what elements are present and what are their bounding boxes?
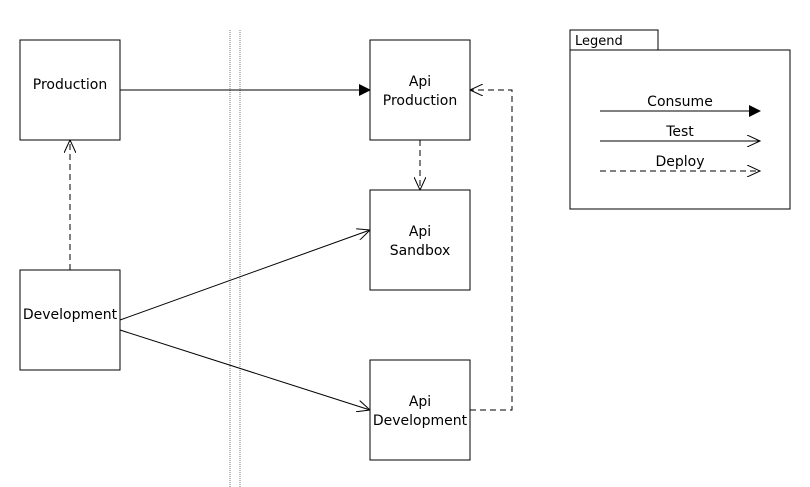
- node-api-development-label-line1: Api: [409, 394, 431, 410]
- legend: Legend Consume Test Deploy: [569, 29, 791, 210]
- node-api-development[interactable]: Api Development: [369, 359, 471, 461]
- node-api-sandbox[interactable]: Api Sandbox: [369, 189, 471, 291]
- edge-development-to-api-sandbox: [119, 230, 370, 321]
- node-production-label: Production: [33, 77, 107, 93]
- node-development-label: Development: [23, 307, 118, 323]
- legend-consume-label: Consume: [647, 94, 713, 110]
- node-api-production-label-line2: Production: [383, 93, 457, 109]
- lane-separator: [229, 30, 241, 487]
- edge-api-development-to-api-production: [470, 90, 513, 411]
- edges: [70, 84, 513, 411]
- legend-title: Legend: [575, 34, 623, 49]
- legend-deploy-label: Deploy: [655, 154, 704, 170]
- node-development[interactable]: Development: [19, 269, 121, 371]
- legend-test-label: Test: [665, 124, 694, 140]
- node-api-sandbox-label-line1: Api: [409, 224, 431, 240]
- node-api-sandbox-label-line2: Sandbox: [390, 243, 451, 259]
- node-production[interactable]: Production: [19, 39, 121, 141]
- legend-frame: [569, 49, 791, 210]
- node-api-development-label-line2: Development: [373, 413, 468, 429]
- node-api-production-label-line1: Api: [409, 74, 431, 90]
- node-api-production[interactable]: Api Production: [369, 39, 471, 141]
- edge-development-to-api-development: [119, 329, 370, 410]
